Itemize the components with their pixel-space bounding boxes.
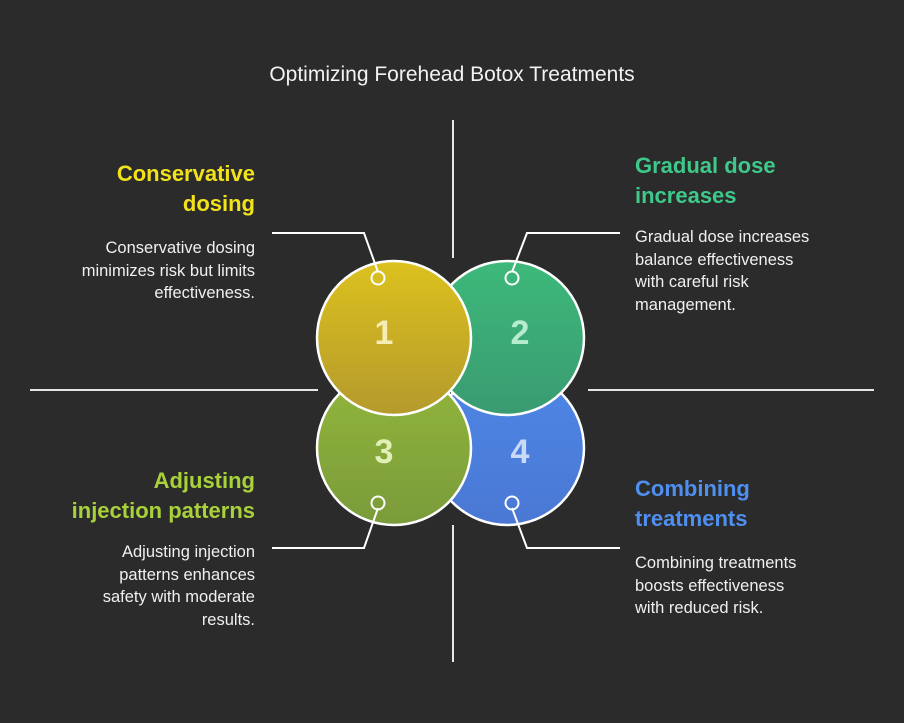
quadrant-2-heading-line-2: increases [635,183,737,208]
connector-2 [511,232,620,273]
circle-3-number: 3 [375,433,394,471]
circle-2-number: 2 [511,314,530,352]
quadrant-1-desc-line-2: minimizes risk but limits [81,261,255,280]
connector-dot-2 [504,270,520,286]
quadrant-3-desc-line-1: Adjusting injection [122,543,255,561]
quadrant-1-heading: Conservative dosing [117,159,255,219]
quadrant-1-description: Conservative dosing minimizes risk but l… [82,237,255,305]
quadrant-3-heading-line-2: injection patterns [71,498,255,523]
quadrant-1-desc-line-3: effectiveness. [154,284,255,302]
connector-3 [272,507,379,549]
quadrant-2-description: Gradual dose increases balance effective… [635,226,809,316]
quadrant-3-desc-line-4: results. [201,610,255,629]
quadrant-1-desc-line-1: Conservative dosing [105,239,256,257]
quadrant-2-desc-line-1: Gradual dose increases [635,228,810,246]
quadrant-2-desc-line-2: balance effectiveness [635,250,794,269]
connector-dot-4 [504,495,520,511]
circle-1-number: 1 [375,314,394,352]
quadrant-4-description: Combining treatments boosts effectivenes… [635,552,796,620]
quadrant-2-heading: Gradual dose increases [635,151,776,211]
quadrant-1-heading-line-1: Conservative [116,161,255,186]
diagram-title: Optimizing Forehead Botox Treatments [269,63,635,86]
quadrant-3-description: Adjusting injection patterns enhances sa… [103,541,255,631]
circle-1 [315,259,473,417]
quadrant-2-desc-line-4: management. [635,295,736,314]
quadrant-2-heading-line-1: Gradual dose [635,153,776,178]
quadrant-3-desc-line-2: patterns enhances [119,565,255,584]
quadrant-4-heading-line-1: Combining [635,476,750,501]
quadrant-4-heading-line-2: treatments [635,506,748,531]
connector-1 [272,232,379,273]
circle-4-number: 4 [511,433,530,471]
connector-4 [511,507,620,549]
quadrant-4-desc-line-3: with reduced risk. [635,599,764,617]
quadrant-3-heading-line-1: Adjusting [153,468,255,493]
quadrant-2-desc-line-3: with careful risk [635,273,749,291]
quadrant-1-heading-line-2: dosing [182,191,255,216]
quadrant-4-desc-line-1: Combining treatments [635,554,797,572]
quadrant-3-desc-line-3: safety with moderate [102,588,255,606]
connector-dot-3 [370,495,386,511]
quadrant-4-heading: Combining treatments [635,474,750,534]
quadrant-4-desc-line-2: boosts effectiveness [635,576,785,595]
quadrant-3-heading: Adjusting injection patterns [72,466,255,526]
connector-dot-1 [370,270,386,286]
